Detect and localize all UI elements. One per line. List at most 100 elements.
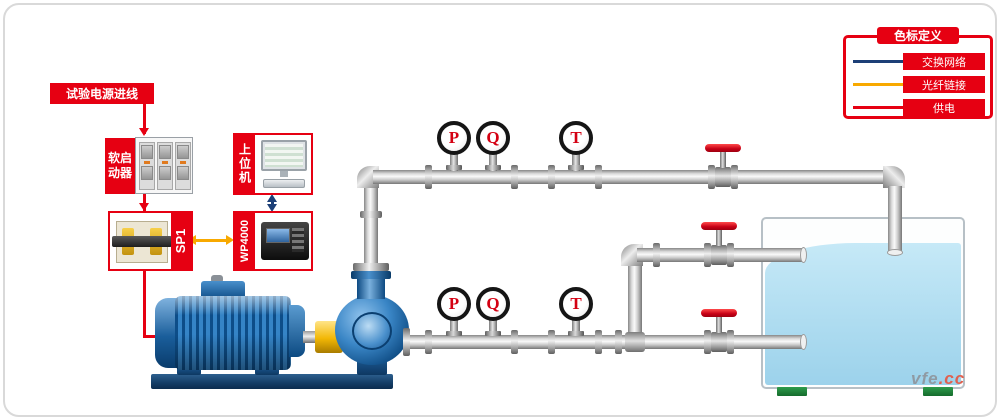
cabinet-module [177, 166, 189, 180]
motor-cable-gland [211, 275, 223, 283]
valve-handle-upper [705, 144, 741, 152]
motor-shaft [303, 331, 317, 343]
sp1-strip [171, 213, 191, 269]
valve-flange [708, 165, 715, 189]
pipe-elbow [883, 166, 905, 188]
gauge-stem [489, 154, 497, 171]
power-wire-sp1-to-motor [143, 271, 146, 337]
gauge-letter: Q [486, 294, 500, 313]
pump-cover [352, 312, 392, 350]
host-pc-label: 上位机 [237, 143, 252, 185]
legend-swatch-power [853, 106, 903, 109]
valve-body-lower [711, 332, 727, 352]
gauge-letter: T [570, 128, 582, 147]
pipe-flange [425, 165, 432, 189]
wp4000-label: WP4000 [239, 219, 251, 263]
sp1-box [108, 211, 193, 271]
sp1-label: SP1 [173, 228, 188, 254]
pipe-flange [615, 330, 622, 354]
power-wire-motor-stub [143, 335, 159, 338]
cabinet-module [177, 145, 189, 159]
pipe-flange [425, 330, 432, 354]
cabinet-panel [157, 142, 173, 190]
tank-foot-right [923, 387, 953, 396]
pipe-flange [548, 165, 555, 189]
pipe-flange [511, 165, 518, 189]
cabinet-panel [139, 142, 155, 190]
power-wire-starter-to-sp1 [143, 194, 146, 211]
gauge-stem [450, 320, 458, 336]
host-pc-strip [235, 135, 255, 193]
gauge-stem [572, 154, 580, 171]
wp4000-strip [235, 213, 255, 269]
gauge-stem [572, 320, 580, 336]
monitor-stand [280, 171, 288, 177]
arrowhead-down-icon [139, 128, 149, 136]
pipe-lower-run [407, 335, 763, 349]
gauge-stem [450, 154, 458, 171]
motor-terminal-box [201, 281, 245, 299]
pipe-end-cap [800, 334, 807, 350]
power-wire-inlet-to-starter [143, 104, 146, 134]
gauge-base [568, 165, 584, 170]
gauge-letter: Q [486, 128, 500, 147]
pipe-end-cap [887, 249, 903, 256]
cabinet-panel [175, 142, 191, 190]
pipe-tank-drop [888, 186, 902, 252]
cabinet-module [141, 145, 153, 159]
watermark: vfe.cc [911, 369, 965, 389]
legend-label-network: 交换网络 [903, 53, 985, 70]
watermark-tld: .cc [938, 369, 966, 388]
valve-body-upper [715, 167, 731, 187]
temperature-gauge-upper: T [559, 121, 593, 155]
tank-water [765, 243, 961, 385]
legend-swatch-fiber [853, 83, 903, 86]
tank-foot-left [777, 387, 807, 396]
arrowhead-up-icon [267, 194, 277, 202]
legend-swatch-network [853, 60, 903, 63]
valve-stem [720, 152, 726, 168]
valve-body-mid [711, 245, 727, 265]
valve-stem [716, 230, 722, 246]
legend-label-power: 供电 [903, 99, 985, 116]
tank-inlet-stub-mid [763, 248, 803, 262]
pump-discharge-nozzle [357, 277, 385, 299]
arrowhead-down-icon [139, 203, 149, 211]
cabinet-module [159, 166, 171, 180]
motor-body [175, 296, 291, 370]
fiber-link-line [196, 239, 226, 242]
gauge-stem [489, 320, 497, 336]
pressure-gauge-upper: P [437, 121, 471, 155]
pipe-flange [595, 165, 602, 189]
valve-flange [704, 330, 711, 354]
watermark-name: vfe [911, 369, 939, 388]
motor-foot [177, 366, 201, 375]
wp4000-box [233, 211, 313, 271]
cabinet-indicator [162, 161, 168, 164]
pipe-discharge-riser [364, 185, 378, 267]
temperature-gauge-lower: T [559, 287, 593, 321]
host-pc-box [233, 133, 313, 195]
keyboard-icon [263, 179, 305, 188]
valve-stem [716, 317, 722, 333]
valve-flange [704, 243, 711, 267]
analyzer-keys [292, 228, 304, 252]
flow-gauge-lower: Q [476, 287, 510, 321]
motor-drive-end [289, 305, 305, 357]
gauge-letter: T [570, 294, 582, 313]
valve-handle-lower [701, 309, 737, 317]
pressure-gauge-lower: P [437, 287, 471, 321]
tank-inlet-stub-lower [763, 335, 803, 349]
wp4000-analyzer [261, 222, 309, 260]
arrowhead-right-icon [226, 235, 234, 245]
pipe-flange [548, 330, 555, 354]
gauge-base [446, 165, 462, 170]
gauge-letter: P [448, 294, 460, 313]
pipe-flange [595, 330, 602, 354]
valve-flange [727, 243, 734, 267]
gauge-base [446, 331, 462, 336]
pipe-end-cap [800, 247, 807, 263]
cabinet-module [159, 145, 171, 159]
analyzer-screen [266, 228, 290, 243]
soft-starter-cabinet [135, 137, 193, 194]
